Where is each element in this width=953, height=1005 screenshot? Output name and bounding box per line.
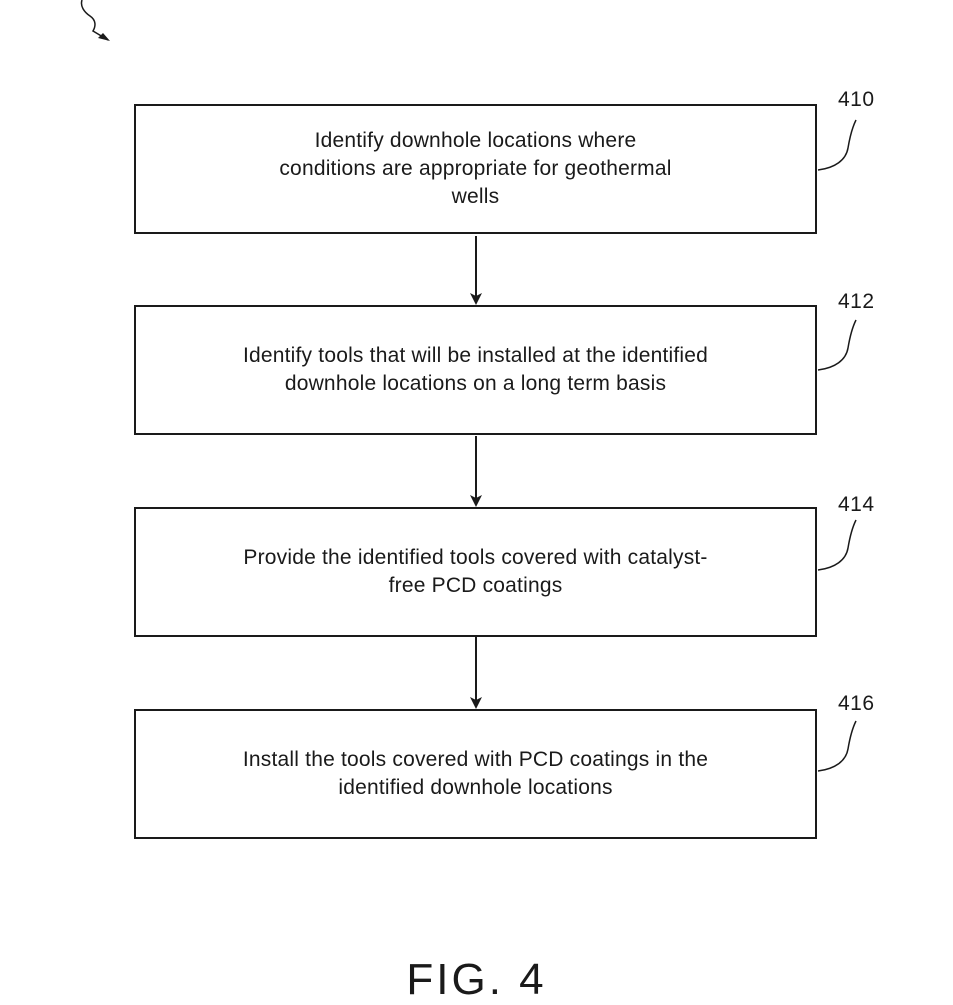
step-text-410: Identify downhole locations where condit…: [266, 127, 686, 211]
leader-line-410: [818, 120, 856, 170]
ref-label-416: 416: [838, 692, 875, 716]
ref-label-412: 412: [838, 290, 875, 314]
leader-line-414: [818, 520, 856, 570]
leader-line-412: [818, 320, 856, 370]
step-box-412: Identify tools that will be installed at…: [134, 305, 817, 435]
ref-label-410: 410: [838, 88, 875, 112]
step-text-412: Identify tools that will be installed at…: [216, 342, 736, 398]
figure-label: FIG. 4: [0, 955, 953, 1005]
ref-label-414: 414: [838, 493, 875, 517]
step-box-410: Identify downhole locations where condit…: [134, 104, 817, 234]
figure-pointer-squiggle: [81, 0, 108, 40]
figure-pointer-arrowhead: [98, 33, 110, 41]
step-text-414: Provide the identified tools covered wit…: [236, 544, 716, 600]
step-box-414: Provide the identified tools covered wit…: [134, 507, 817, 637]
step-box-416: Install the tools covered with PCD coati…: [134, 709, 817, 839]
step-text-416: Install the tools covered with PCD coati…: [226, 746, 726, 802]
leader-line-416: [818, 721, 856, 771]
